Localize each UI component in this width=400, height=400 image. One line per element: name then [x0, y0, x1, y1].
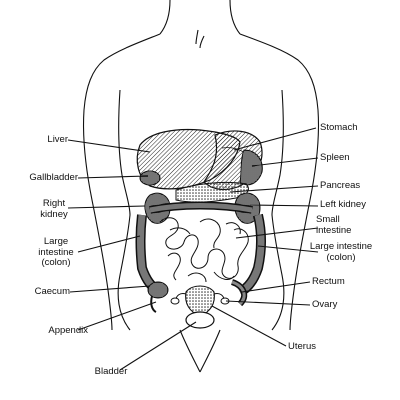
label-spleen: Spleen	[320, 152, 350, 163]
gallbladder-organ	[139, 170, 161, 186]
label-small-intestine-line2: intestine	[316, 224, 352, 236]
spleen-organ	[239, 149, 263, 186]
label-right-kidney: Right kidney	[38, 198, 70, 220]
label-right-kidney-line1: Right	[42, 198, 66, 209]
label-gallbladder: Gallbladder	[29, 172, 78, 183]
label-rectum: Rectum	[312, 276, 345, 287]
label-uterus: Uterus	[288, 341, 316, 352]
label-pancreas: Pancreas	[320, 180, 361, 191]
label-left-kidney: Left kidney	[320, 199, 366, 210]
label-liver: Liver	[47, 134, 68, 145]
label-caecum: Caecum	[34, 286, 70, 297]
label-large-intestine-right-line1: Large intestine	[309, 241, 373, 252]
label-right-kidney-line2: kidney	[40, 208, 68, 220]
label-stomach: Stomach	[320, 122, 358, 133]
body-outline	[82, 0, 320, 373]
uterus-organ	[170, 285, 230, 317]
label-small-intestine-line1: Small	[316, 214, 340, 225]
label-large-intestine-left-line1: Large	[43, 236, 69, 247]
label-large-intestine-right: Large intestine (colon)	[302, 241, 380, 263]
label-ovary: Ovary	[312, 299, 338, 310]
label-large-intestine-left: Large intestine (colon)	[34, 236, 78, 269]
caecum-organ	[147, 281, 169, 313]
small-intestine-organ	[159, 217, 249, 283]
label-appendix: Appendix	[48, 325, 88, 336]
label-large-intestine-left-line2: intestine	[38, 246, 74, 258]
rectum-organ	[230, 279, 248, 307]
leader-lines	[67, 127, 319, 371]
label-bladder: Bladder	[94, 366, 128, 377]
label-large-intestine-right-line2: (colon)	[326, 251, 356, 263]
label-small-intestine: Small intestine	[316, 214, 352, 236]
label-large-intestine-left-line3: (colon)	[41, 257, 71, 268]
